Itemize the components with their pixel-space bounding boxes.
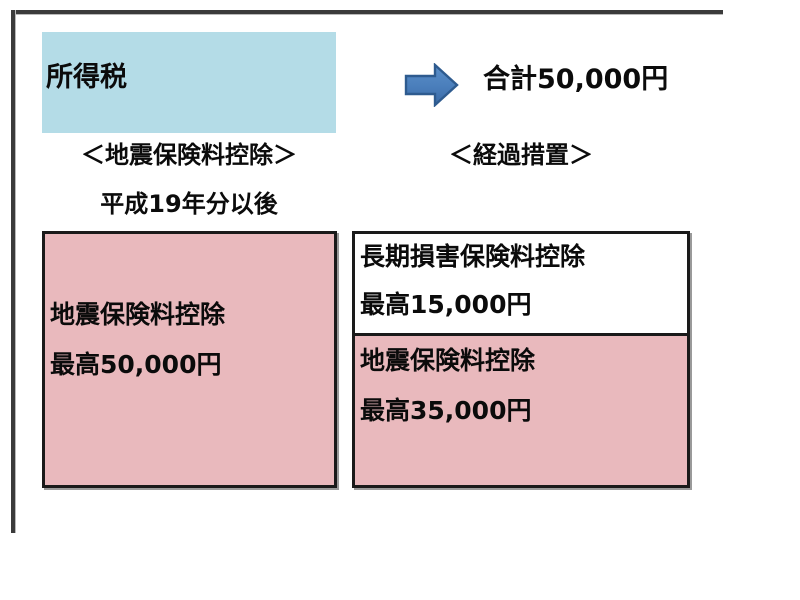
slide-frame-left-rule (11, 10, 15, 533)
earthquake-deduction-title: 地震保険料控除 (50, 300, 226, 329)
earthquake-deduction-box: 地震保険料控除 最高50,000円 (42, 231, 337, 488)
long-term-insurance-title: 長期損害保険料控除 (360, 242, 586, 271)
slide-frame-top-rule (11, 10, 723, 14)
long-term-insurance-amount: 最高15,000円 (360, 290, 532, 319)
right-arrow-icon (404, 63, 459, 107)
left-section-caption: ＜地震保険料控除＞ (81, 141, 297, 169)
earthquake-insurance-title: 地震保険料控除 (360, 346, 536, 375)
earthquake-deduction-amount: 最高50,000円 (50, 350, 222, 379)
right-section-caption: ＜経過措置＞ (449, 141, 593, 169)
earthquake-insurance-cell: 地震保険料控除 最高35,000円 (355, 336, 687, 485)
income-tax-label: 所得税 (46, 62, 127, 93)
long-term-insurance-cell: 長期損害保険料控除 最高15,000円 (355, 234, 687, 336)
earthquake-insurance-amount: 最高35,000円 (360, 396, 532, 425)
income-tax-header-block (42, 32, 336, 133)
transitional-measure-box: 長期損害保険料控除 最高15,000円 地震保険料控除 最高35,000円 (352, 231, 690, 488)
total-amount-label: 合計50,000円 (483, 64, 669, 95)
left-section-subcaption: 平成19年分以後 (100, 190, 278, 218)
